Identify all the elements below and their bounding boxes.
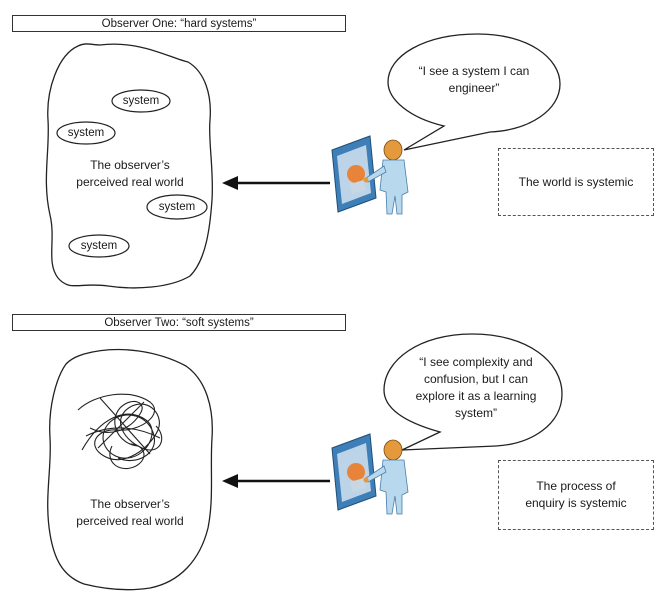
- panel-title: Observer One: “hard systems”: [12, 15, 346, 32]
- systemic-statement-line1: The process of: [536, 479, 616, 493]
- systemic-statement-box: The process of enquiry is systemic: [498, 460, 654, 530]
- observer-figure-icon: [363, 139, 409, 215]
- scribble-icon: [77, 393, 163, 470]
- system-oval: [111, 89, 171, 113]
- panel-soft-systems: Observer Two: “soft systems”: [0, 298, 654, 596]
- system-oval: [68, 234, 130, 258]
- systemic-statement-text: The world is systemic: [518, 174, 634, 189]
- panel-hard-systems: Observer One: “hard systems”: [12, 15, 654, 289]
- speech-text-line2: engineer”: [448, 81, 500, 95]
- system-label: system: [158, 201, 196, 213]
- systemic-statement-line2: enquiry is systemic: [525, 496, 627, 510]
- system-label: system: [67, 127, 105, 139]
- system-oval: [146, 194, 208, 220]
- system-oval: [56, 121, 116, 145]
- soft-systems-scene: [47, 333, 563, 591]
- speech-text-line2: confusion, but I can: [423, 372, 529, 386]
- monitor-icon: [331, 433, 377, 511]
- monitor-icon: [331, 135, 377, 213]
- speech-text-line4: system”: [455, 406, 497, 420]
- system-label: system: [122, 95, 160, 107]
- world-label-line1: The observer’s: [90, 158, 170, 172]
- observer-figure-icon: [363, 439, 409, 515]
- speech-text-line3: explore it as a learning: [415, 389, 537, 403]
- speech-text-line1: “I see a system I can: [418, 64, 530, 78]
- speech-bubble-icon: [387, 33, 561, 151]
- perceived-world-blob: [47, 348, 213, 591]
- world-label-line1: The observer’s: [90, 497, 170, 511]
- speech-bubble-icon: [383, 333, 563, 451]
- arrow-icon: [222, 474, 330, 488]
- speech-text-line1: “I see complexity and: [419, 355, 533, 369]
- world-label-line2: perceived real world: [76, 514, 184, 528]
- panel-title: Observer Two: “soft systems”: [12, 314, 346, 331]
- systemic-statement-box: The world is systemic: [498, 148, 654, 216]
- system-label: system: [80, 240, 118, 252]
- hard-systems-scene: [45, 33, 561, 289]
- perceived-world-blob: [45, 43, 214, 289]
- world-label-line2: perceived real world: [76, 175, 184, 189]
- arrow-icon: [222, 176, 330, 190]
